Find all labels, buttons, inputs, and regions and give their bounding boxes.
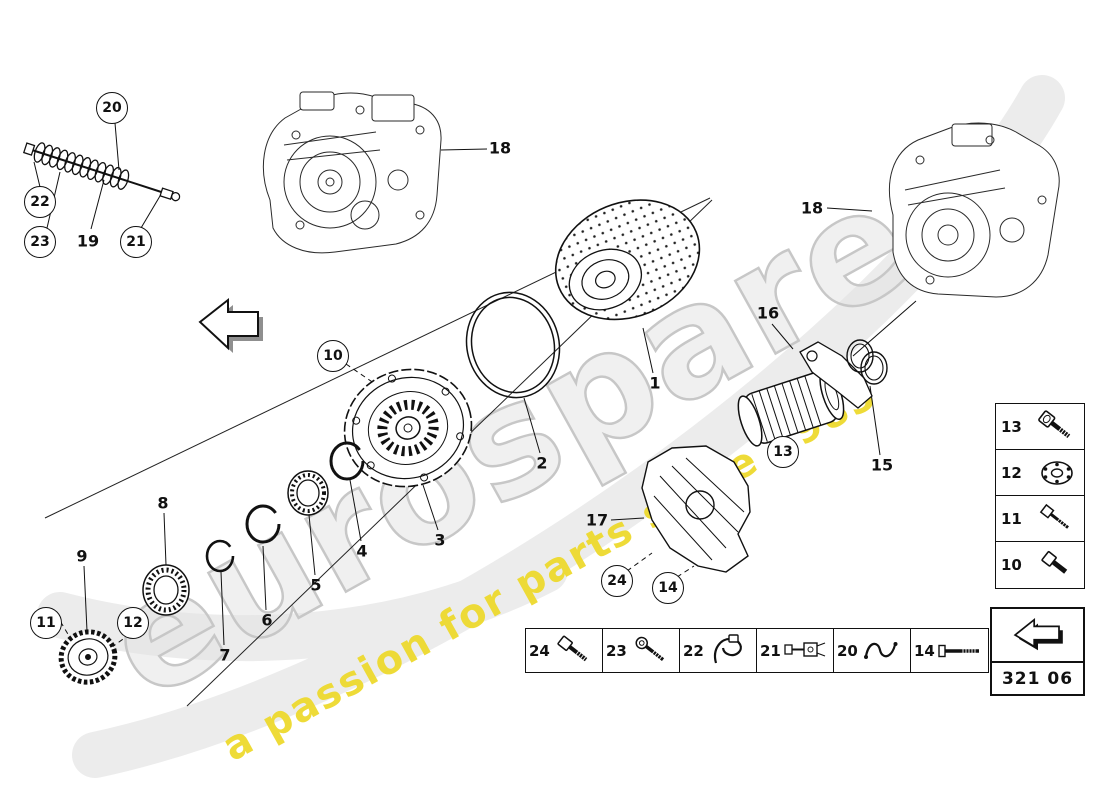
callout-label-9[interactable]: 9	[76, 546, 88, 566]
spring-clip-icon	[863, 641, 898, 659]
legend-cell-21[interactable]: 21	[757, 629, 834, 672]
legend-cell-number: 21	[760, 641, 781, 660]
legend-row-number: 11	[1001, 509, 1022, 528]
legend-row-13[interactable]: 13	[996, 404, 1084, 450]
callout-label-16[interactable]: 16	[756, 303, 780, 323]
callout-label-7[interactable]: 7	[219, 645, 231, 665]
legend-row-11[interactable]: 11	[996, 496, 1084, 542]
callout-label-18-left[interactable]: 18	[488, 138, 512, 158]
seal-ring-part-8	[142, 564, 190, 616]
circlip-part-4	[329, 441, 365, 481]
callout-circle-24[interactable]: 24	[601, 565, 633, 597]
callout-label-4[interactable]: 4	[356, 541, 368, 561]
callout-label-5[interactable]: 5	[310, 575, 322, 595]
callout-circle-11[interactable]: 11	[30, 607, 62, 639]
callout-circle-10[interactable]: 10	[317, 340, 349, 372]
socket-head-bolt-icon	[557, 635, 588, 661]
legend-cell-24[interactable]: 24	[526, 629, 603, 672]
callout-circle-14[interactable]: 14	[652, 572, 684, 604]
callout-label-8[interactable]: 8	[157, 493, 169, 513]
side-legend-table: 13 12 11	[995, 403, 1085, 589]
callout-label-3[interactable]: 3	[434, 530, 446, 550]
callout-circle-20[interactable]: 20	[96, 92, 128, 124]
legend-cell-number: 22	[683, 641, 704, 660]
washer-bolt-icon	[635, 636, 664, 661]
callout-label-2[interactable]: 2	[536, 453, 548, 473]
callout-circle-13[interactable]: 13	[767, 436, 799, 468]
direction-arrow-large	[198, 297, 263, 353]
legend-row-10[interactable]: 10	[996, 542, 1084, 588]
legend-row-12[interactable]: 12	[996, 450, 1084, 496]
legend-cell-20[interactable]: 20	[834, 629, 911, 672]
short-bolt-icon	[1041, 551, 1068, 574]
clutch-drum-part	[554, 199, 701, 321]
legend-cell-number: 24	[529, 641, 550, 660]
rings-part-15	[846, 339, 888, 385]
pressure-plate-part	[343, 368, 473, 488]
callout-circle-21[interactable]: 21	[120, 226, 152, 258]
gearbox-top-drawing	[262, 91, 442, 254]
legend-cell-number: 14	[914, 641, 935, 660]
cable-tie-icon	[713, 633, 742, 663]
callout-circle-22[interactable]: 22	[24, 186, 56, 218]
leader-lines	[33, 122, 917, 646]
legend-cell-22[interactable]: 22	[680, 629, 757, 672]
direction-arrow-icon	[1013, 617, 1063, 651]
part-group-code-box: 321 06	[990, 607, 1085, 696]
bottom-legend-table: 24 23 22	[525, 628, 989, 673]
callout-label-18-right[interactable]: 18	[800, 198, 824, 218]
legend-row-number: 12	[1001, 463, 1022, 482]
callout-label-19[interactable]: 19	[76, 231, 100, 251]
cover-part-17	[641, 445, 751, 573]
callout-label-1[interactable]: 1	[649, 373, 661, 393]
callout-label-15[interactable]: 15	[870, 455, 894, 475]
circlip-part-6	[245, 504, 281, 544]
spring-rod-part	[22, 142, 181, 202]
flange-disc-icon	[1041, 460, 1073, 485]
callout-label-17[interactable]: 17	[585, 510, 609, 530]
long-bolt-icon	[938, 644, 979, 657]
sensor-switch-icon	[784, 641, 826, 657]
code-box-arrow	[992, 609, 1083, 663]
o-ring-part	[465, 291, 561, 399]
callout-circle-23[interactable]: 23	[24, 226, 56, 258]
legend-cell-number: 20	[837, 641, 858, 660]
part-group-code: 321 06	[1001, 668, 1074, 689]
callout-label-6[interactable]: 6	[261, 610, 273, 630]
callout-circle-12[interactable]: 12	[117, 607, 149, 639]
gear-part-9	[58, 629, 118, 685]
bracket-part-16	[799, 341, 873, 409]
legend-row-number: 13	[1001, 417, 1022, 436]
bearing-part-5	[287, 470, 329, 516]
socket-head-bolt-icon	[1038, 409, 1071, 438]
legend-cell-14[interactable]: 14	[911, 629, 988, 672]
legend-cell-23[interactable]: 23	[603, 629, 680, 672]
hex-bolt-icon	[1039, 503, 1069, 529]
snap-ring-part-7	[205, 539, 235, 573]
legend-cell-number: 23	[606, 641, 627, 660]
legend-row-number: 10	[1001, 556, 1022, 574]
gearbox-right-drawing	[889, 122, 1060, 298]
